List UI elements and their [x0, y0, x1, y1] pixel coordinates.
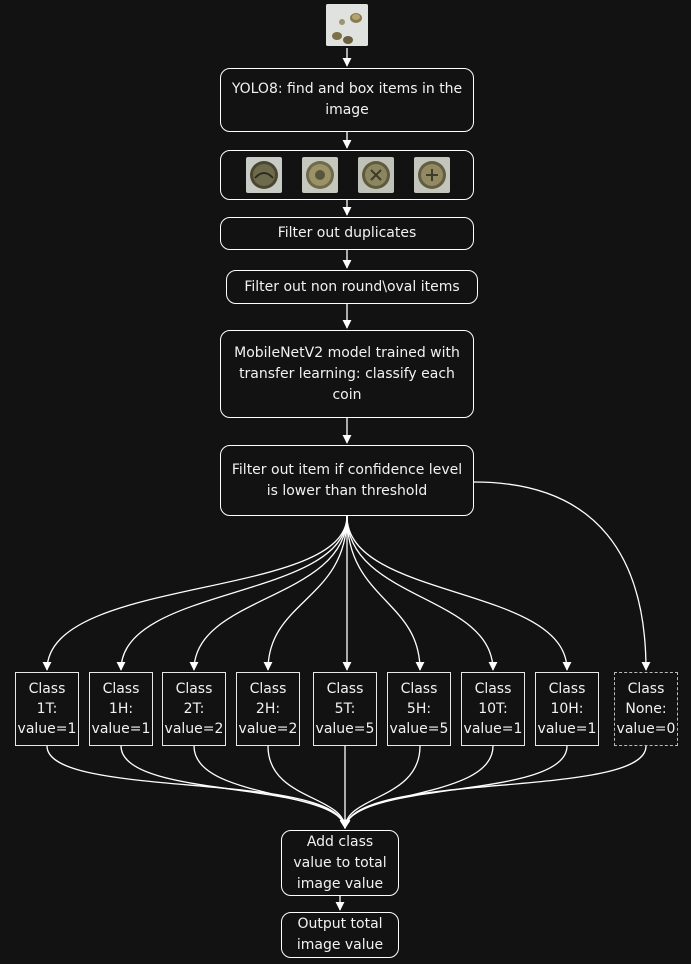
class-10h: Class 10H: value=1 — [535, 672, 599, 746]
class-label: Class 1H: value=1 — [91, 681, 151, 737]
arrow-from-class-1t — [46, 745, 349, 829]
dedupe-step: Filter out duplicates — [220, 217, 474, 250]
arrow-to-class-none — [473, 481, 651, 671]
class-label: Class 10T: value=1 — [463, 681, 523, 737]
class-none: Class None: value=0 — [614, 672, 678, 746]
coin-crop-icon — [362, 161, 390, 189]
class-label: Class None: value=0 — [616, 681, 676, 737]
class-label: Class 2T: value=2 — [164, 681, 224, 737]
crop-1 — [246, 157, 282, 193]
classify-step: MobileNetV2 model trained with transfer … — [220, 330, 474, 418]
class-label: Class 5H: value=5 — [389, 681, 449, 737]
class-label: Class 1T: value=1 — [17, 681, 77, 737]
class-1t: Class 1T: value=1 — [15, 672, 79, 746]
confidence-step-label: Filter out item if confidence level is l… — [231, 461, 463, 499]
class-label: Class 2H: value=2 — [238, 681, 298, 737]
arrow-to-class-2t — [189, 515, 348, 671]
arrow-from-class-2h — [267, 745, 350, 829]
coins-photo-icon — [326, 4, 368, 46]
add-value-step: Add class value to total image value — [281, 830, 399, 896]
class-5t: Class 5T: value=5 — [313, 672, 377, 746]
output-step-label: Output total image value — [296, 916, 384, 953]
crop-2 — [302, 157, 338, 193]
output-step: Output total image value — [281, 912, 399, 958]
arrow-to-class-5h — [346, 515, 425, 671]
classify-step-label: MobileNetV2 model trained with transfer … — [234, 344, 460, 403]
class-1h: Class 1H: value=1 — [89, 672, 153, 746]
class-label: Class 10H: value=1 — [537, 681, 597, 737]
detect-step-label: YOLO8: find and box items in the image — [231, 81, 463, 118]
arrow-from-class-10h — [341, 745, 568, 829]
crop-4 — [414, 157, 450, 193]
class-5h: Class 5H: value=5 — [387, 672, 451, 746]
arrow-to-class-10h — [346, 515, 572, 671]
coin-crop-icon — [418, 161, 446, 189]
class-2h: Class 2H: value=2 — [236, 672, 300, 746]
arrow-from-class-5h — [340, 745, 421, 829]
shape-filter-step: Filter out non round\oval items — [226, 270, 478, 304]
arrow-from-class-2t — [193, 745, 349, 829]
coin-crop-icon — [250, 161, 278, 189]
detect-step: YOLO8: find and box items in the image — [220, 68, 474, 132]
arrow-from-class-1h — [120, 745, 349, 829]
class-label: Class 5T: value=5 — [315, 681, 375, 737]
arrow-to-class-2h — [263, 515, 348, 671]
class-2t: Class 2T: value=2 — [162, 672, 226, 746]
confidence-step: Filter out item if confidence level is l… — [220, 445, 474, 516]
add-value-step-label: Add class value to total image value — [293, 833, 387, 892]
arrow-to-class-10t — [346, 515, 498, 671]
arrow-from-class-none — [341, 745, 647, 829]
crop-3 — [358, 157, 394, 193]
shape-filter-step-label: Filter out non round\oval items — [244, 278, 460, 295]
class-10t: Class 10T: value=1 — [461, 672, 525, 746]
coin-crop-icon — [306, 161, 334, 189]
dedupe-step-label: Filter out duplicates — [277, 225, 417, 241]
input-image-thumbnail — [326, 4, 368, 46]
arrow-to-class-1t — [42, 515, 348, 671]
arrow-to-class-1h — [116, 515, 348, 671]
